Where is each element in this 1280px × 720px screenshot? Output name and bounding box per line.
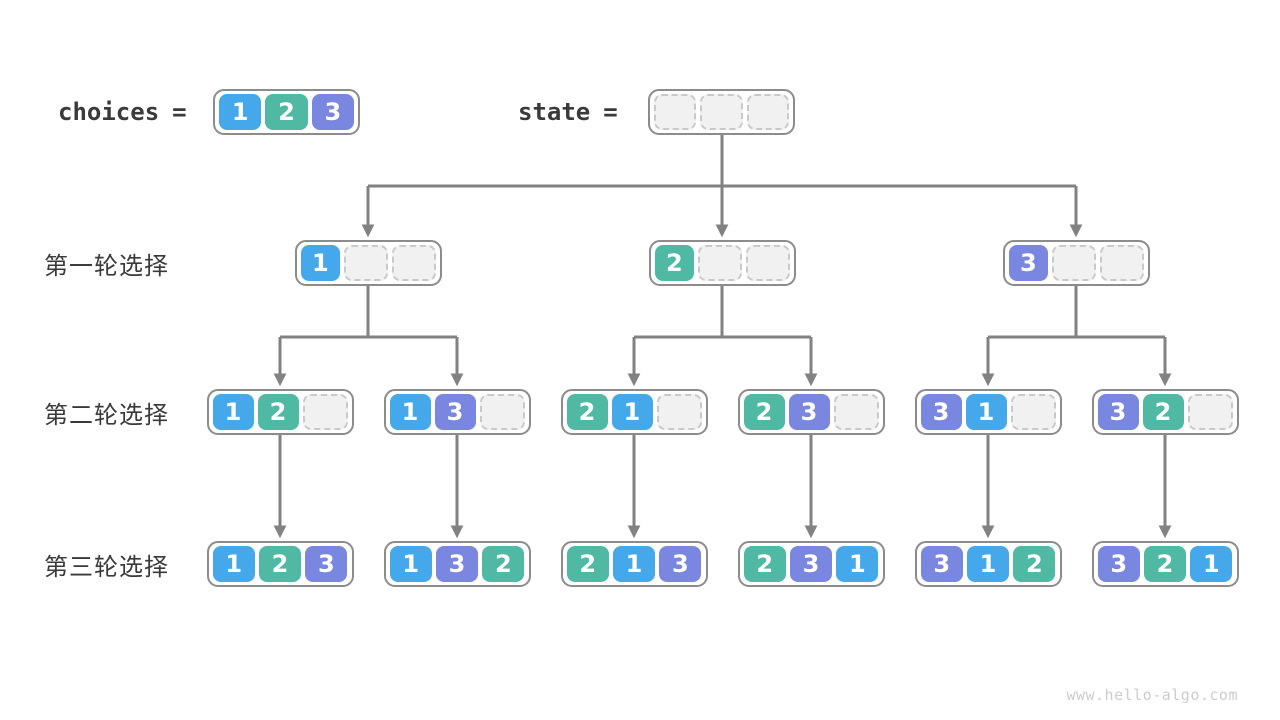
value-cell: 3 xyxy=(311,94,354,130)
empty-slot xyxy=(1052,245,1096,281)
empty-slot xyxy=(698,245,742,281)
state-label: state = xyxy=(518,96,618,128)
empty-slot xyxy=(833,394,879,430)
value-cell: 3 xyxy=(659,546,702,582)
value-cell: 3 xyxy=(434,394,476,430)
empty-slot xyxy=(656,394,702,430)
state-node: 3 xyxy=(1002,240,1150,286)
value-cell: 3 xyxy=(789,546,833,582)
choices-label: choices = xyxy=(58,96,187,128)
state-node: 1 xyxy=(294,240,442,286)
empty-slot xyxy=(1010,394,1056,430)
value-cell: 3 xyxy=(1097,546,1140,582)
state-node: 2 xyxy=(648,240,796,286)
empty-slot xyxy=(654,94,697,130)
round-1-label: 第一轮选择 xyxy=(44,252,169,280)
empty-slot xyxy=(302,394,348,430)
state-label-text: state xyxy=(518,98,591,126)
value-cell: 3 xyxy=(435,546,479,582)
value-cell: 1 xyxy=(965,394,1007,430)
value-cell: 2 xyxy=(265,94,308,130)
value-cell: 2 xyxy=(654,245,695,281)
empty-slot xyxy=(344,245,388,281)
value-cell: 2 xyxy=(257,394,299,430)
value-cell: 1 xyxy=(300,245,341,281)
empty-slot xyxy=(746,94,789,130)
value-cell: 3 xyxy=(920,394,962,430)
value-cell: 3 xyxy=(788,394,830,430)
empty-slot xyxy=(1099,245,1144,281)
value-cell: 1 xyxy=(836,546,879,582)
empty-slot xyxy=(700,94,743,130)
value-cell: 1 xyxy=(219,94,262,130)
value-cell: 2 xyxy=(1013,546,1056,582)
value-cell: 1 xyxy=(611,394,653,430)
value-cell: 2 xyxy=(566,394,608,430)
round-3-label: 第三轮选择 xyxy=(44,553,169,581)
value-cell: 2 xyxy=(482,546,525,582)
empty-slot xyxy=(745,245,790,281)
value-cell: 1 xyxy=(212,546,255,582)
value-cell: 3 xyxy=(305,546,348,582)
value-cell: 2 xyxy=(1142,394,1184,430)
value-cell: 1 xyxy=(966,546,1010,582)
empty-slot xyxy=(479,394,525,430)
value-cell: 3 xyxy=(1097,394,1139,430)
round-2-label: 第二轮选择 xyxy=(44,401,169,429)
empty-slot xyxy=(1187,394,1233,430)
value-cell: 1 xyxy=(389,546,432,582)
value-cell: 3 xyxy=(920,546,963,582)
value-cell: 1 xyxy=(212,394,254,430)
value-cell: 1 xyxy=(1190,546,1233,582)
value-cell: 1 xyxy=(612,546,656,582)
value-cell: 1 xyxy=(389,394,431,430)
state-array xyxy=(648,89,795,135)
value-cell: 2 xyxy=(258,546,302,582)
empty-slot xyxy=(391,245,436,281)
value-cell: 2 xyxy=(743,546,786,582)
equals-sign: = xyxy=(172,98,187,126)
value-cell: 2 xyxy=(743,394,785,430)
choices-label-text: choices xyxy=(58,98,160,126)
value-cell: 3 xyxy=(1008,245,1049,281)
value-cell: 2 xyxy=(1143,546,1187,582)
value-cell: 2 xyxy=(566,546,609,582)
site-watermark: www.hello-algo.com xyxy=(1066,686,1238,704)
equals-sign: = xyxy=(603,98,618,126)
